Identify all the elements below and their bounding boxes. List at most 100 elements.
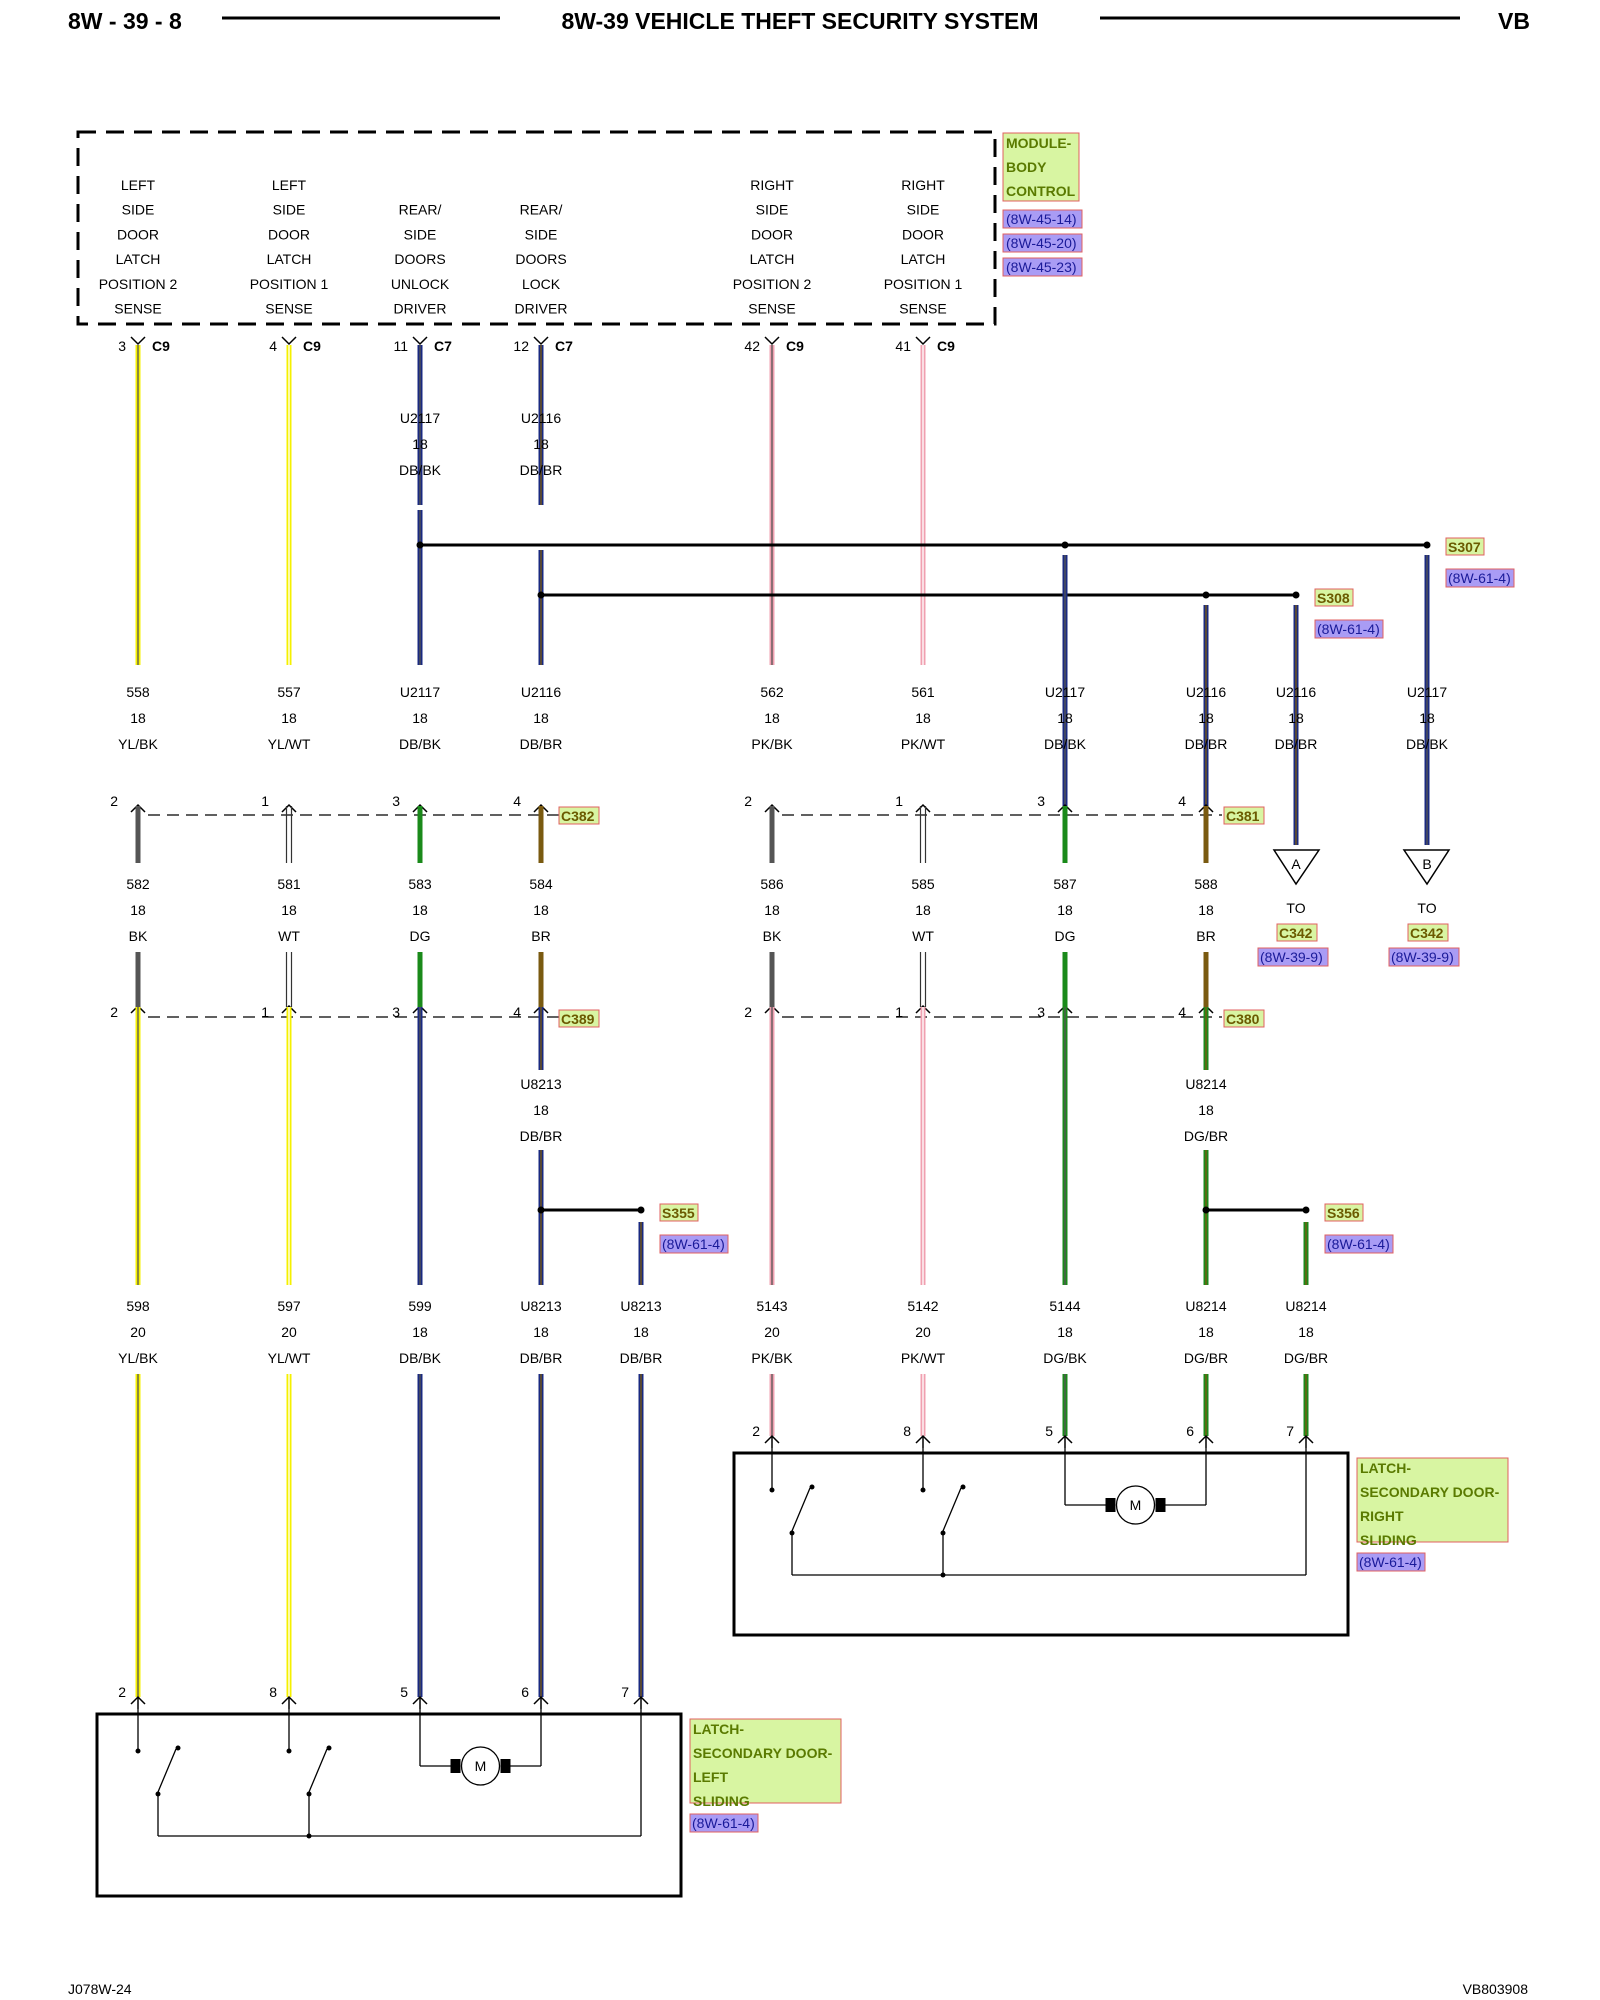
latch-left-switch-1-top: [326, 1745, 332, 1751]
row2-wire-4-circuit: 586: [760, 876, 784, 892]
connector-c382-id: C382: [561, 808, 595, 824]
c381-pin-3: 4: [1178, 793, 1186, 809]
latch-left-switch-1-contact: [286, 1748, 292, 1754]
mid-wire-u8213-gauge: 18: [533, 1102, 549, 1118]
latch-right-pin-4: 7: [1286, 1423, 1294, 1439]
bcm-function-3-line-2: DOORS: [515, 251, 566, 267]
connector-c380: C380: [1223, 1009, 1265, 1028]
bcm-pin-3-terminal: [533, 336, 549, 346]
c389-pin-1: 1: [261, 1004, 269, 1020]
bcm-pin-4-connector: C9: [786, 338, 804, 354]
row1-wire-0-color: YL/BK: [118, 736, 158, 752]
row1-wire-8-circuit: U2116: [1276, 684, 1316, 700]
row2-wire-2-color: DG: [410, 928, 431, 944]
row1-wire-1-circuit: 557: [277, 684, 301, 700]
row3-wire-4-gauge: 18: [633, 1324, 649, 1340]
splice-s355-id: S355: [662, 1205, 695, 1221]
offpage-a-ref[interactable]: (8W-39-9): [1260, 949, 1323, 965]
splice-s308-id: S308: [1317, 590, 1350, 606]
wire-layer: [130, 336, 1431, 1705]
latch-right-outline: [732, 1451, 1350, 1637]
c389-pin-3: 4: [513, 1004, 521, 1020]
bcm-function-0-line-0: LEFT: [121, 177, 156, 193]
bcm-function-2-line-1: SIDE: [404, 226, 437, 242]
latch-right-switch-1-top: [960, 1484, 966, 1490]
row3-wire-5-color: PK/BK: [751, 1350, 793, 1366]
splice-dot-s356: [1302, 1206, 1310, 1214]
c382-pin-3: 4: [513, 793, 521, 809]
latch-right-switch-0-top: [809, 1484, 815, 1490]
row1-wire-6-circuit: U2117: [1045, 684, 1085, 700]
row1-wire-7-gauge: 18: [1198, 710, 1214, 726]
offpage-b-letter: B: [1422, 856, 1431, 872]
row2-wire-2-circuit: 583: [408, 876, 432, 892]
mid-wire-u8213-circuit: U8213: [520, 1076, 561, 1092]
row1-wire-2-gauge: 18: [412, 710, 428, 726]
offpage-b-to: TO: [1417, 900, 1436, 916]
bcm-function-0-line-3: LATCH: [116, 251, 161, 267]
bcm-function-4-line-0: RIGHT: [750, 177, 794, 193]
bcm-function-1-line-2: DOOR: [268, 226, 310, 242]
offpage-b[interactable]: B TO C342 (8W-39-9): [1388, 849, 1460, 967]
connector-c381-id: C381: [1226, 808, 1260, 824]
row3-wire-6-gauge: 20: [915, 1324, 931, 1340]
latch-left-switch-0-blade: [157, 1748, 177, 1793]
offpage-b-ref[interactable]: (8W-39-9): [1391, 949, 1454, 965]
row3-wire-0-circuit: 598: [126, 1298, 150, 1314]
footer-right-code: VB803908: [1463, 1981, 1529, 1997]
row2-wire-0-circuit: 582: [126, 876, 150, 892]
latch-left-title-2: SECONDARY DOOR-: [693, 1745, 833, 1761]
c381-pin-1-mark: [915, 803, 931, 813]
row1-wire-7-circuit: U2116: [1186, 684, 1226, 700]
bcm-function-4-line-5: SENSE: [748, 301, 795, 317]
c382-pin-0: 2: [110, 793, 118, 809]
row1-wire-2-circuit: U2117: [400, 684, 440, 700]
latch-right-pin-1: 8: [903, 1423, 911, 1439]
bcm-ref-3[interactable]: (8W-45-23): [1006, 259, 1077, 275]
bcm-pin-2-terminal: [412, 336, 428, 346]
splice-dot-u2116-left: [537, 591, 545, 599]
bcm-function-2-line-3: UNLOCK: [391, 276, 450, 292]
row2-wire-7-gauge: 18: [1198, 902, 1214, 918]
c382-pin-0-mark: [130, 803, 146, 813]
bcm-pin-2-number: 11: [393, 338, 408, 354]
bcm-pin-1-connector: C9: [303, 338, 321, 354]
row3-wire-7-gauge: 18: [1057, 1324, 1073, 1340]
row2-wire-1-circuit: 581: [277, 876, 301, 892]
mid-wire-u8214-color: DG/BR: [1184, 1128, 1228, 1144]
row3-wire-3-color: DB/BR: [520, 1350, 563, 1366]
c380-pin-0: 2: [744, 1004, 752, 1020]
row3-wire-9-color: DG/BR: [1284, 1350, 1328, 1366]
latch-left-outline: [95, 1712, 683, 1898]
bcm-ref-2[interactable]: (8W-45-20): [1006, 235, 1077, 251]
offpage-a[interactable]: A TO C342 (8W-39-9): [1257, 849, 1329, 967]
row2-wire-0-gauge: 18: [130, 902, 146, 918]
bcm-function-2-line-0: REAR/: [399, 202, 442, 218]
latch-right-ref[interactable]: (8W-61-4): [1359, 1554, 1422, 1570]
bcm-pin-0-connector: C9: [152, 338, 170, 354]
splice-s308-ref[interactable]: (8W-61-4): [1317, 621, 1380, 637]
splice-s355-ref[interactable]: (8W-61-4): [662, 1236, 725, 1252]
c381-pin-3-mark: [1198, 803, 1214, 813]
bcm-function-5-line-4: POSITION 1: [884, 276, 963, 292]
c381-pin-1: 1: [895, 793, 903, 809]
c382-pin-1-mark: [281, 803, 297, 813]
row1-wire-0-circuit: 558: [126, 684, 150, 700]
row3-wire-4-circuit: U8213: [620, 1298, 661, 1314]
bcm-ref-1[interactable]: (8W-45-14): [1006, 211, 1077, 227]
splice-s307-ref[interactable]: (8W-61-4): [1448, 570, 1511, 586]
splice-s356-ref[interactable]: (8W-61-4): [1327, 1236, 1390, 1252]
connector-c381: C381: [1223, 806, 1265, 825]
footer-left-code: J078W-24: [68, 1981, 132, 1997]
c380-pin-3: 4: [1178, 1004, 1186, 1020]
latch-right-pin-0: 2: [752, 1423, 760, 1439]
c381-pin-0-mark: [764, 803, 780, 813]
row1-wire-5-color: PK/WT: [901, 736, 946, 752]
latch-left-pin-3: 6: [521, 1684, 529, 1700]
latch-left-ref[interactable]: (8W-61-4): [692, 1815, 755, 1831]
row2-wire-2-gauge: 18: [412, 902, 428, 918]
c389-pin-1-mark: [281, 1004, 297, 1014]
